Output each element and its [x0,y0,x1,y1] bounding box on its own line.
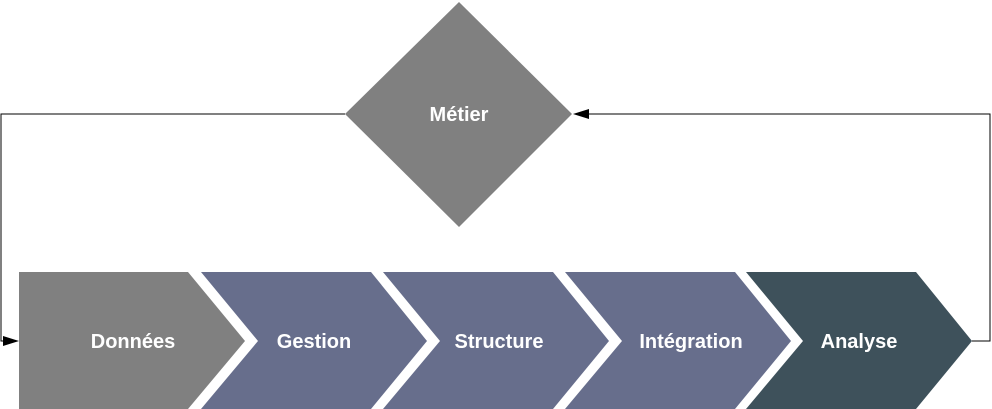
step-analyse-label: Analyse [821,331,898,353]
step-analyse-chevron [746,272,972,409]
step-donnees-label: Données [91,331,175,353]
step-structure-chevron [383,272,609,409]
arrowhead-into-donnees [3,336,19,346]
step-gestion-label: Gestion [277,331,351,353]
connector-metier-to-donnees [0,113,345,342]
step-gestion-chevron [201,272,427,409]
connector-analyse-to-metier [588,113,991,342]
step-integration-label: Intégration [639,331,742,353]
step-structure-label: Structure [455,331,544,353]
step-donnees-chevron [19,272,245,409]
metier-label: Métier [430,104,489,126]
step-integration-chevron [565,272,791,409]
arrowhead-into-metier [573,109,589,119]
metier-diamond [345,2,572,227]
